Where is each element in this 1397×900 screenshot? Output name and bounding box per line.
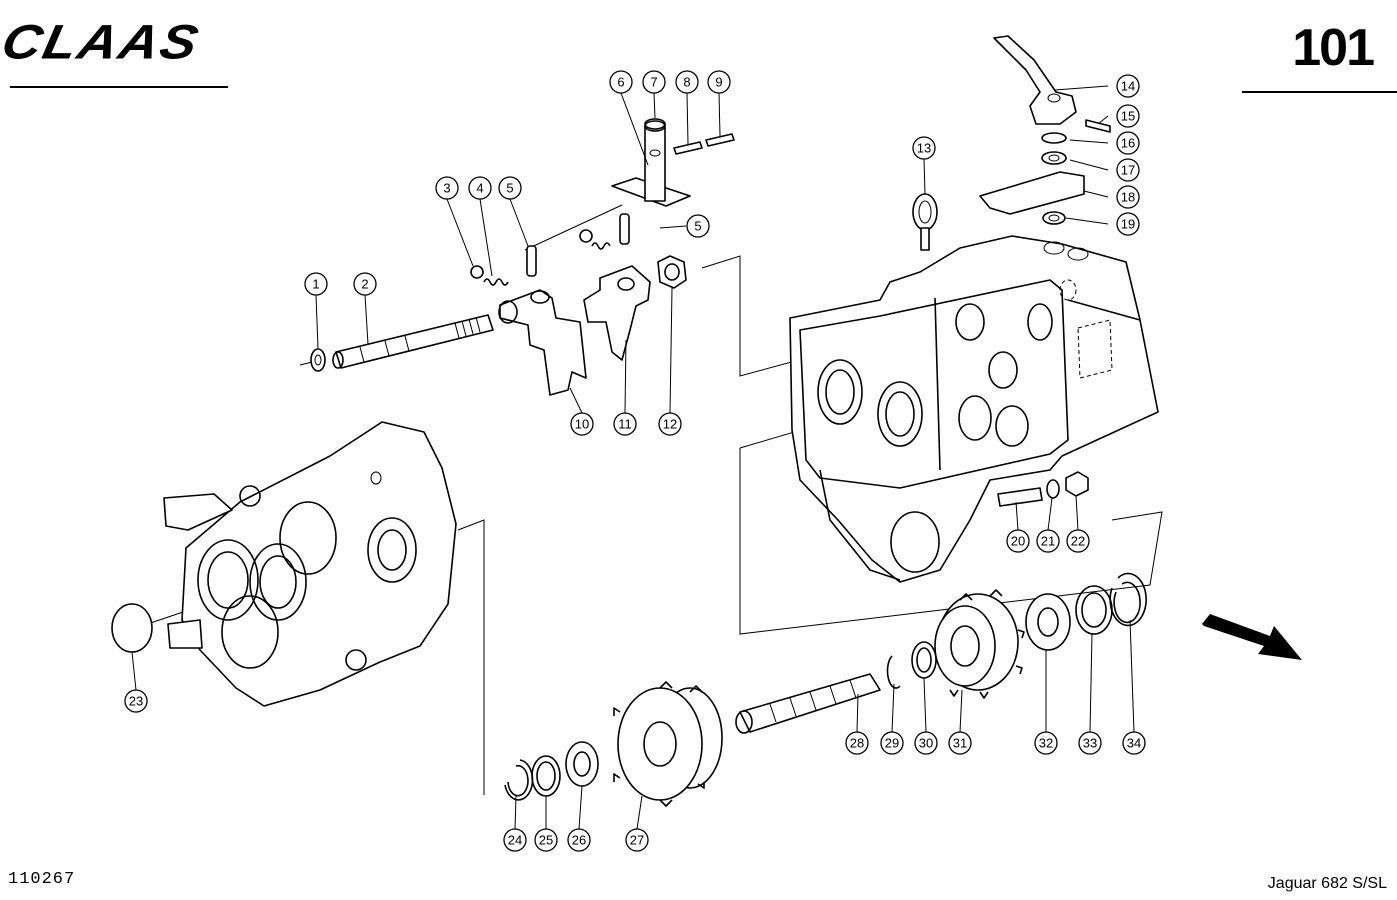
callout-29: 29 [880, 731, 904, 755]
svg-text:25: 25 [539, 833, 553, 848]
svg-text:13: 13 [917, 141, 931, 156]
callout-28: 28 [845, 731, 869, 755]
svg-text:17: 17 [1121, 163, 1135, 178]
svg-text:4: 4 [476, 181, 483, 196]
svg-text:20: 20 [1011, 534, 1025, 549]
svg-text:19: 19 [1121, 217, 1135, 232]
callout-27: 27 [625, 828, 649, 852]
callout-20: 20 [1006, 529, 1030, 553]
pivot-assembly [611, 118, 735, 207]
svg-text:9: 9 [715, 75, 722, 90]
svg-text:16: 16 [1121, 136, 1135, 151]
callout-4: 4 [468, 176, 492, 200]
svg-text:3: 3 [443, 181, 450, 196]
svg-text:34: 34 [1127, 736, 1141, 751]
callout-25: 25 [534, 828, 558, 852]
callout-24: 24 [503, 828, 527, 852]
callout-33: 33 [1078, 731, 1102, 755]
logo-underline [10, 86, 228, 88]
callout-17: 17 [1116, 158, 1140, 182]
svg-text:1: 1 [312, 277, 319, 292]
callout-11: 11 [613, 412, 637, 436]
svg-text:18: 18 [1121, 190, 1135, 205]
page-number-underline [1242, 91, 1397, 93]
callout-15: 15 [1116, 104, 1140, 128]
svg-text:2: 2 [361, 277, 368, 292]
callout-9: 9 [707, 70, 731, 94]
svg-text:6: 6 [617, 75, 624, 90]
svg-text:26: 26 [572, 833, 586, 848]
callout-6: 6 [609, 70, 633, 94]
svg-text:14: 14 [1121, 79, 1135, 94]
stud-bolt-assembly [997, 471, 1089, 507]
callout-16: 16 [1116, 131, 1140, 155]
callout-3: 3 [435, 176, 459, 200]
callout-13: 13 [912, 136, 936, 160]
callout-22: 22 [1066, 529, 1090, 553]
machine-model: Jaguar 682 S/SL [1267, 875, 1387, 892]
callout-32: 32 [1034, 731, 1058, 755]
callout-31: 31 [948, 731, 972, 755]
svg-text:5: 5 [506, 181, 513, 196]
callout-5b: 5 [686, 214, 710, 238]
svg-text:7: 7 [650, 75, 657, 90]
gearbox-housing [789, 193, 1159, 583]
svg-text:11: 11 [618, 417, 632, 432]
svg-text:8: 8 [683, 75, 690, 90]
callout-1: 1 [304, 272, 328, 296]
callout-23: 23 [124, 689, 148, 713]
callout-12: 12 [658, 412, 682, 436]
svg-text:27: 27 [630, 833, 644, 848]
svg-text:29: 29 [885, 736, 899, 751]
svg-text:23: 23 [129, 694, 143, 709]
callout-14: 14 [1116, 74, 1140, 98]
callout-19: 19 [1116, 212, 1140, 236]
svg-text:21: 21 [1041, 534, 1055, 549]
svg-text:28: 28 [850, 736, 864, 751]
callout-7: 7 [642, 70, 666, 94]
callout-5a: 5 [498, 176, 522, 200]
svg-text:33: 33 [1083, 736, 1097, 751]
svg-text:12: 12 [663, 417, 677, 432]
svg-text:15: 15 [1121, 109, 1135, 124]
lever-assembly [979, 35, 1111, 225]
svg-text:24: 24 [508, 833, 522, 848]
callout-18: 18 [1116, 185, 1140, 209]
svg-text:5: 5 [694, 219, 701, 234]
callout-8: 8 [675, 70, 699, 94]
shift-shaft-assembly [299, 213, 687, 396]
side-cover [111, 421, 457, 707]
document-code: 110267 [8, 870, 76, 889]
callout-21: 21 [1036, 529, 1060, 553]
gear-shaft-assembly [504, 572, 1147, 807]
callout-2: 2 [353, 272, 377, 296]
callout-26: 26 [567, 828, 591, 852]
svg-text:31: 31 [953, 736, 967, 751]
callout-30: 30 [914, 731, 938, 755]
page-number: 101 [1292, 19, 1375, 77]
direction-arrow-icon [1202, 614, 1302, 660]
callout-34: 34 [1122, 731, 1146, 755]
callout-leaders [131, 92, 1135, 830]
svg-text:22: 22 [1071, 534, 1085, 549]
svg-text:30: 30 [919, 736, 933, 751]
svg-text:32: 32 [1039, 736, 1053, 751]
svg-text:10: 10 [575, 417, 589, 432]
callout-10: 10 [570, 412, 594, 436]
